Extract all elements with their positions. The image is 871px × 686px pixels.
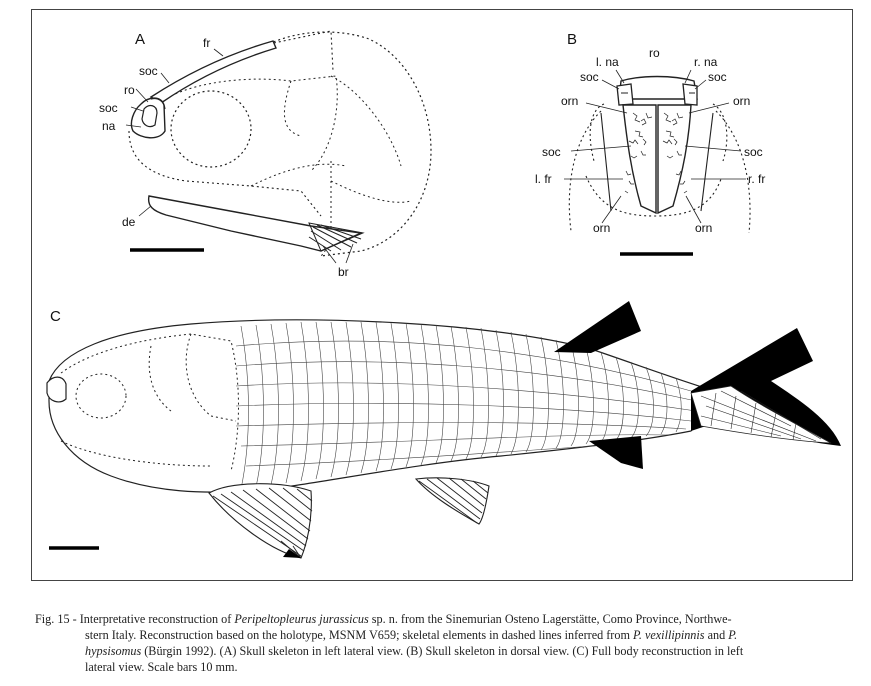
caption-species-name: P. vexillipinnis xyxy=(632,628,705,642)
label-b-r-na: r. na xyxy=(694,55,718,69)
label-a-fr: fr xyxy=(203,36,211,50)
label-a-br: br xyxy=(338,265,349,279)
caption-text: sp. n. from the Sinemurian Osteno Lagers… xyxy=(368,612,732,626)
label-b-orn-l: orn xyxy=(561,94,579,108)
caption-text: stern Italy. Reconstruction based on the… xyxy=(85,628,633,642)
label-a-na: na xyxy=(102,119,116,133)
caption-text: (Bürgin 1992). (A) Skull skeleton in lef… xyxy=(141,644,744,658)
skull-lateral-drawing xyxy=(125,30,432,264)
panel-a-label: A xyxy=(135,31,146,48)
caption-line-4: lateral view. Scale bars 10 mm. xyxy=(35,659,857,675)
label-b-r-fr: r. fr xyxy=(748,172,766,186)
label-b-l-fr: l. fr xyxy=(535,172,552,186)
label-b-soc-l: soc xyxy=(580,70,599,84)
label-a-de: de xyxy=(122,215,136,229)
label-b-l-na: l. na xyxy=(596,55,619,69)
caption-line-2: stern Italy. Reconstruction based on the… xyxy=(35,627,857,643)
label-b-soc-r: soc xyxy=(708,70,727,84)
figure-frame: A B C fr soc ro soc na de br l. na ro r.… xyxy=(31,9,853,581)
label-a-soc-top: soc xyxy=(139,64,158,78)
label-b-soc-ml: soc xyxy=(542,145,561,159)
caption-text: Fig. 15 - Interpretative reconstruction … xyxy=(35,612,235,626)
label-b-soc-mr: soc xyxy=(744,145,763,159)
caption-text: and xyxy=(704,628,729,642)
label-b-orn-r: orn xyxy=(733,94,751,108)
caption-species-name: hypsisomus xyxy=(85,644,142,658)
full-body-drawing xyxy=(46,301,841,559)
caption-text: lateral view. Scale bars 10 mm. xyxy=(85,660,238,674)
label-a-soc-side: soc xyxy=(99,101,118,115)
caption-line-3: hypsisomus (Bürgin 1992). (A) Skull skel… xyxy=(35,643,857,659)
skull-dorsal-drawing xyxy=(564,69,751,256)
panel-c-label: C xyxy=(50,308,61,325)
figure-caption: Fig. 15 - Interpretative reconstruction … xyxy=(35,611,857,675)
label-b-orn-br: orn xyxy=(695,221,713,235)
caption-line-1: Fig. 15 - Interpretative reconstruction … xyxy=(35,611,857,627)
label-a-ro: ro xyxy=(124,83,135,97)
panel-b-label: B xyxy=(567,31,578,48)
label-b-ro: ro xyxy=(649,46,660,60)
caption-species-name: Peripeltopleurus jurassicus xyxy=(234,612,369,626)
figure-drawing xyxy=(46,30,841,559)
caption-species-name: P. xyxy=(728,628,738,642)
label-b-orn-bl: orn xyxy=(593,221,611,235)
